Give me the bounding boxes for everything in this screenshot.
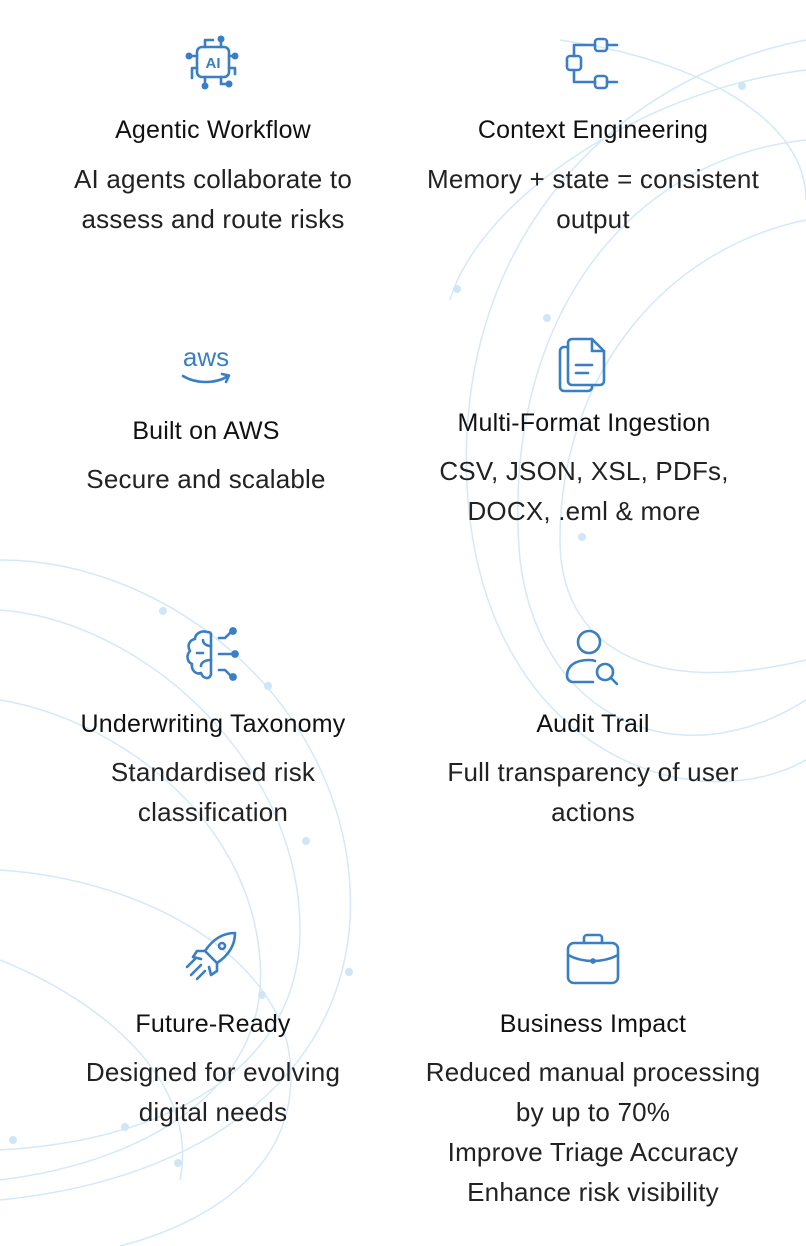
feature-title: Built on AWS: [132, 417, 280, 445]
feature-description: AI agents collaborate to assess and rout…: [13, 159, 413, 239]
svg-text:AI: AI: [206, 55, 221, 72]
description-line: Enhance risk visibility: [467, 1177, 719, 1207]
feature-title: Agentic Workflow: [115, 116, 311, 144]
ai-chip-icon: AI: [183, 34, 243, 94]
feature-title: Underwriting Taxonomy: [80, 710, 346, 738]
feature-title: Multi-Format Ingestion: [457, 409, 711, 437]
user-search-icon: [563, 626, 623, 686]
description-line: CSV, JSON, XSL, PDFs,: [439, 456, 729, 486]
documents-icon: [554, 335, 614, 395]
description-line: Secure and scalable: [86, 464, 326, 494]
feature-description: Secure and scalable: [6, 459, 406, 499]
flowchart-icon: [563, 34, 623, 94]
aws-logo-icon: aws: [176, 336, 236, 396]
feature-description: Full transparency of user actions: [393, 752, 793, 832]
description-line: Full transparency of user: [447, 757, 739, 787]
description-line: digital needs: [138, 1097, 288, 1127]
feature-description: Reduced manual processing by up to 70% I…: [393, 1052, 793, 1212]
feature-description: Designed for evolving digital needs: [13, 1052, 413, 1132]
description-line: Designed for evolving: [85, 1057, 341, 1087]
svg-text:aws: aws: [183, 342, 229, 372]
feature-description: Memory + state = consistent output: [393, 159, 793, 239]
feature-description: CSV, JSON, XSL, PDFs, DOCX, .eml & more: [384, 451, 784, 531]
feature-title: Context Engineering: [477, 116, 709, 144]
description-line: DOCX, .eml & more: [467, 496, 701, 526]
description-line: Improve Triage Accuracy: [447, 1137, 739, 1167]
description-line: output: [556, 204, 630, 234]
feature-title: Future-Ready: [135, 1010, 291, 1038]
description-line: assess and route risks: [81, 204, 345, 234]
feature-title: Business Impact: [499, 1010, 687, 1038]
description-line: by up to 70%: [515, 1097, 671, 1127]
briefcase-icon: [563, 929, 623, 989]
description-line: Reduced manual processing: [425, 1057, 761, 1087]
feature-description: Standardised risk classification: [13, 752, 413, 832]
description-line: Standardised risk: [110, 757, 316, 787]
description-line: actions: [551, 797, 635, 827]
rocket-icon: [183, 927, 243, 987]
description-line: AI agents collaborate to: [74, 164, 352, 194]
description-line: Memory + state = consistent: [427, 164, 759, 194]
brain-network-icon: [183, 626, 243, 686]
feature-title: Audit Trail: [536, 710, 650, 738]
description-line: classification: [137, 797, 289, 827]
